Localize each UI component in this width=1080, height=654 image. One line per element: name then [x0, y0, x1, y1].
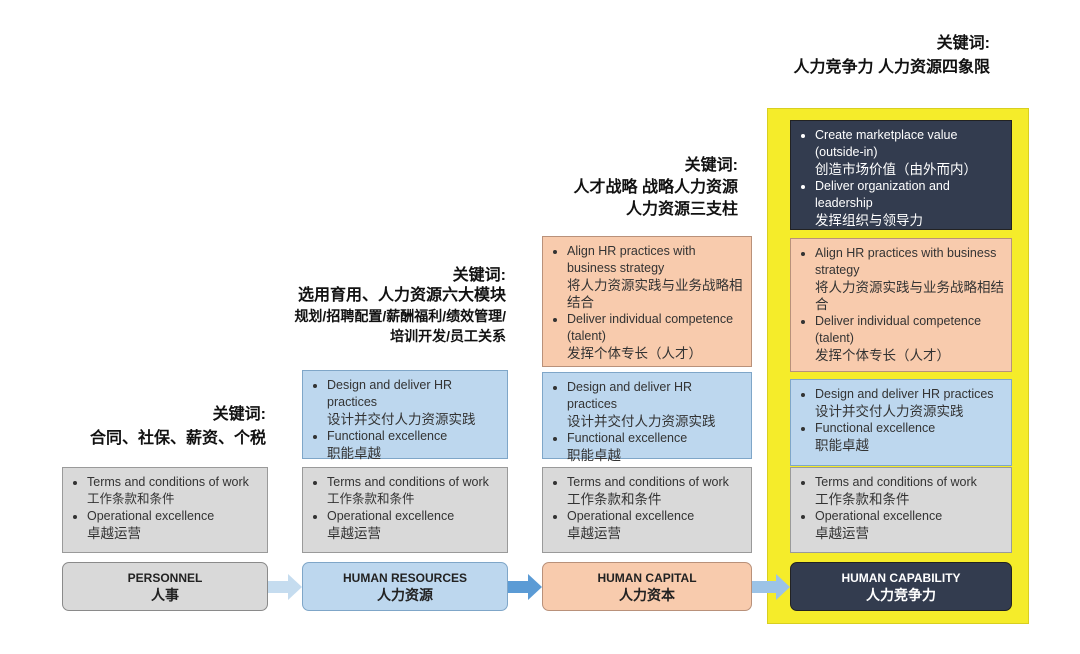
stage-en: PERSONNEL	[127, 571, 203, 585]
item-en: Terms and conditions of work	[567, 475, 729, 489]
keyword-title: 关键词:	[452, 267, 506, 284]
arrow-icon	[268, 574, 302, 600]
item-en: Operational excellence	[815, 509, 943, 523]
item-cn: 发挥组织与领导力	[815, 213, 923, 228]
grey-box-personnel: Terms and conditions of work 工作条款和条件 Ope…	[62, 467, 268, 553]
item-cn: 职能卓越	[815, 438, 869, 453]
blue-box-human-capability: Design and deliver HR practices 设计并交付人力资源…	[790, 379, 1012, 466]
item-cn: 发挥个体专长（人才）	[815, 348, 950, 363]
item-cn: 将人力资源实践与业务战略相结合	[567, 278, 743, 310]
grey-box-human-resources: Terms and conditions of work 工作条款和条件 Ope…	[302, 467, 508, 553]
keyword-title: 关键词:	[684, 157, 738, 174]
item-cn: 创造市场价值（由外而内）	[815, 162, 977, 177]
item-en: Terms and conditions of work	[327, 475, 489, 489]
item-en: Design and deliver HR practices	[567, 380, 693, 411]
item-cn: 卓越运营	[567, 526, 621, 541]
grey-box-human-capability: Terms and conditions of work 工作条款和条件 Oper…	[790, 467, 1012, 553]
stage-cn: 人力资源	[377, 587, 433, 603]
orange-box-human-capability: Align HR practices with business strateg…	[790, 238, 1012, 372]
stage-en: HUMAN CAPITAL	[597, 571, 697, 585]
item-en: Deliver individual competence (talent)	[567, 312, 734, 343]
stage-cn: 人力资本	[619, 587, 675, 603]
item-en: Deliver organization and leadership	[815, 179, 950, 210]
keyword-line: 人力资源三支柱	[625, 201, 738, 218]
item-en: Terms and conditions of work	[815, 475, 977, 489]
keyword-line: 人力竞争力 人力资源四象限	[793, 59, 990, 76]
item-cn: 发挥个体专长（人才）	[567, 346, 702, 361]
item-cn: 工作条款和条件	[815, 492, 910, 507]
item-cn: 卓越运营	[815, 526, 869, 541]
stage-human-capability: HUMAN CAPABILITY 人力竞争力	[790, 562, 1012, 611]
stage-en: HUMAN RESOURCES	[342, 571, 467, 585]
keywords-personnel: 关键词: 合同、社保、薪资、个税	[90, 405, 266, 449]
item-en: Operational excellence	[327, 509, 455, 523]
keywords-human-resources: 关键词: 选用育用、人力资源六大模块 规划/招聘配置/薪酬福利/绩效管理/ 培训…	[294, 266, 506, 346]
item-cn: 设计并交付人力资源实践	[815, 404, 964, 419]
item-en: Create marketplace value (outside-in)	[815, 128, 958, 159]
item-cn: 将人力资源实践与业务战略相结合	[815, 280, 1004, 312]
item-en: Deliver individual competence (talent)	[815, 314, 982, 345]
grey-box-human-capital: Terms and conditions of work 工作条款和条件 Oper…	[542, 467, 752, 553]
item-cn: 工作条款和条件	[87, 492, 175, 506]
item-cn: 职能卓越	[567, 448, 621, 463]
keywords-human-capital: 关键词: 人才战略 战略人力资源 人力资源三支柱	[574, 156, 738, 220]
keyword-line: 合同、社保、薪资、个税	[89, 430, 266, 447]
item-en: Functional excellence	[567, 431, 688, 445]
item-cn: 工作条款和条件	[327, 492, 415, 506]
orange-box-human-capital: Align HR practices with business strateg…	[542, 236, 752, 367]
item-en: Operational excellence	[567, 509, 695, 523]
keyword-title: 关键词:	[212, 406, 266, 423]
stage-human-capital: HUMAN CAPITAL 人力资本	[542, 562, 752, 611]
item-cn: 卓越运营	[327, 526, 381, 541]
item-en: Functional excellence	[327, 429, 448, 443]
item-cn: 卓越运营	[87, 526, 141, 541]
keyword-line: 选用育用、人力资源六大模块	[297, 287, 506, 304]
keywords-human-capability: 关键词: 人力竞争力 人力资源四象限	[794, 34, 990, 78]
keyword-line: 规划/招聘配置/薪酬福利/绩效管理/	[294, 308, 506, 324]
item-en: Operational excellence	[87, 509, 215, 523]
arrow-icon	[508, 574, 542, 600]
item-en: Align HR practices with business strateg…	[567, 244, 696, 275]
blue-box-human-resources: Design and deliver HR practices 设计并交付人力资源…	[302, 370, 508, 461]
arrow-icon	[752, 574, 790, 600]
keyword-title: 关键词:	[936, 35, 990, 52]
keyword-line: 人才战略 战略人力资源	[573, 179, 738, 196]
stage-human-resources: HUMAN RESOURCES 人力资源	[302, 562, 508, 611]
dark-box-human-capability: Create marketplace value (outside-in) 创造市…	[790, 120, 1012, 230]
item-cn: 职能卓越	[327, 446, 381, 461]
item-cn: 设计并交付人力资源实践	[567, 414, 716, 429]
blue-box-human-capital: Design and deliver HR practices 设计并交付人力资源…	[542, 372, 752, 463]
item-en: Functional excellence	[815, 421, 936, 435]
keyword-line: 培训开发/员工关系	[390, 328, 506, 344]
stage-en: HUMAN CAPABILITY	[841, 571, 961, 585]
item-en: Design and deliver HR practices	[815, 387, 994, 401]
stage-cn: 人力竞争力	[866, 587, 936, 603]
stage-cn: 人事	[151, 587, 179, 603]
item-cn: 设计并交付人力资源实践	[327, 412, 476, 427]
item-en: Terms and conditions of work	[87, 475, 249, 489]
item-cn: 工作条款和条件	[567, 492, 662, 507]
stage-personnel: PERSONNEL 人事	[62, 562, 268, 611]
item-en: Align HR practices with business strateg…	[815, 246, 997, 277]
item-en: Design and deliver HR practices	[327, 378, 453, 409]
